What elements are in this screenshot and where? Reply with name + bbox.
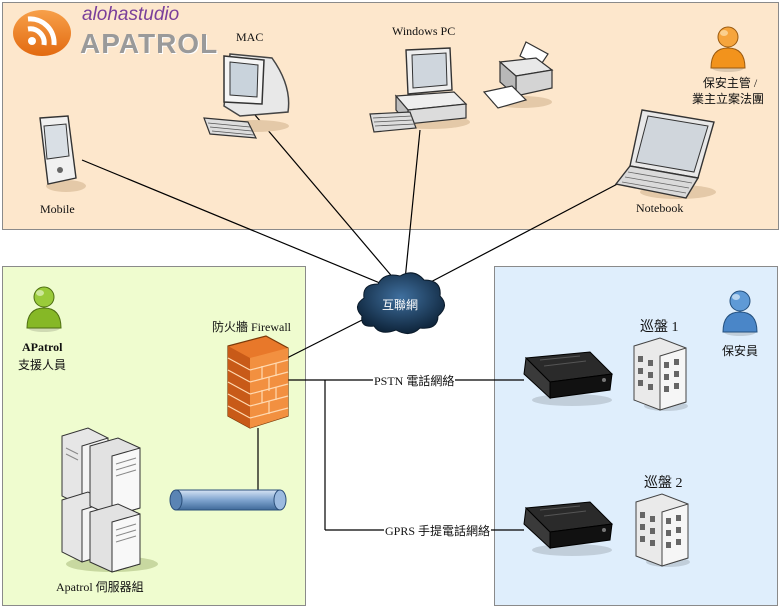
support-person-icon <box>24 284 64 332</box>
guard-person-icon <box>720 288 760 336</box>
mobile-device-icon <box>34 112 88 196</box>
notebook-icon <box>612 104 720 204</box>
patrol-unit-1-label: 巡盤 1 <box>640 320 679 335</box>
support-label-line1: APatrol <box>22 340 63 354</box>
manager-label-line1: 保安主管 / <box>702 76 758 90</box>
server-cluster-icon <box>56 424 160 574</box>
logo-name: APATROL <box>80 28 219 59</box>
pstn-label: PSTN 電話網絡 <box>373 372 456 389</box>
firewall-icon <box>222 334 292 430</box>
logo-tagline: alohastudio <box>82 4 180 25</box>
printer-icon <box>482 40 558 116</box>
manager-label-line2: 業主立案法團 <box>691 92 764 106</box>
firewall-label: 防火牆 Firewall <box>212 320 291 334</box>
mobile-label: Mobile <box>40 202 75 216</box>
line-windows <box>404 129 421 281</box>
patrol-unit-2-label: 巡盤 2 <box>644 476 683 491</box>
line-mac <box>254 114 396 281</box>
internet-label: 互聯網 <box>381 298 418 312</box>
internet-cloud-icon <box>350 268 450 338</box>
servers-label: Apatrol 伺服器組 <box>56 580 144 594</box>
line-firewall-internet <box>282 314 373 361</box>
guard-label: 保安員 <box>722 344 759 358</box>
gprs-label: GPRS 手提電話網絡 <box>384 522 492 539</box>
rss-logo-icon <box>12 8 72 58</box>
line-mobile <box>81 159 393 289</box>
windows-pc-label: Windows PC <box>392 24 456 38</box>
manager-person-icon <box>708 24 748 72</box>
patrol-reader-2-icon <box>520 498 616 558</box>
line-notebook <box>424 179 626 286</box>
mac-label: MAC <box>236 30 264 44</box>
patrol-reader-1-icon <box>520 348 616 408</box>
desktop-pc-icon <box>368 42 478 142</box>
notebook-label: Notebook <box>636 201 684 215</box>
network-pipe-icon <box>168 486 290 514</box>
support-label-line2: 支援人員 <box>18 358 67 372</box>
building-2-icon <box>632 492 692 568</box>
mac-computer-icon <box>200 46 300 142</box>
building-1-icon <box>630 336 690 412</box>
